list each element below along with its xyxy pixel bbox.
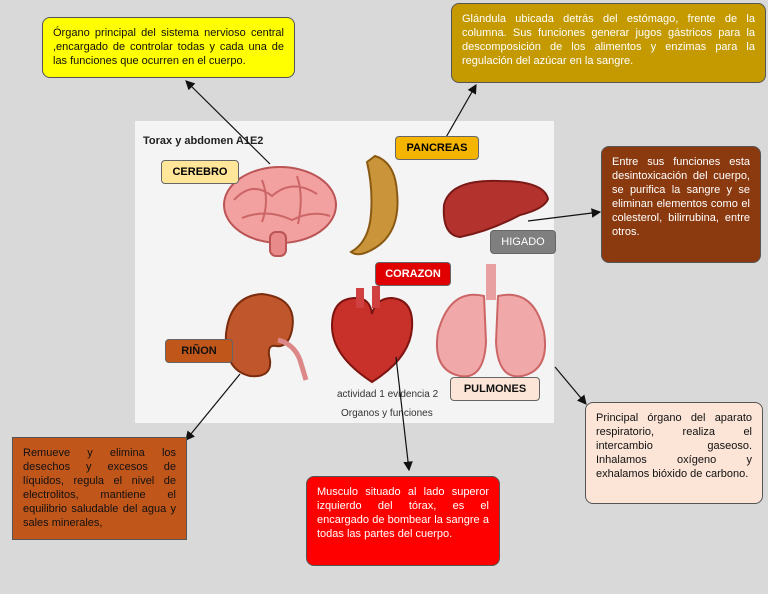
label-cerebro: CEREBRO [161,160,239,184]
brain-illustration [223,166,337,257]
activity-caption: actividad 1 evidencia 2 [337,389,439,400]
lungs-illustration [436,264,546,378]
note-rinon: Remueve y elimina los desechos y excesos… [12,437,187,540]
note-higado: Entre sus funciones esta desintoxicación… [601,146,761,263]
note-pancreas: Glándula ubicada detrás del estómago, fr… [451,3,766,83]
kidney-illustration [224,292,309,381]
label-pancreas: PANCREAS [395,136,479,160]
note-cerebro: Órgano principal del sistema nervioso ce… [42,17,295,78]
organs-caption: Organos y funciones [341,408,433,419]
label-corazon: CORAZON [375,262,451,286]
stomach-pancreas-illustration [349,154,399,256]
heart-illustration [330,286,414,384]
note-corazon: Musculo situado al lado superor izquierd… [306,476,500,566]
liver-illustration [442,179,550,239]
note-pulmones: Principal órgano del aparato respiratori… [585,402,763,504]
label-pulmones: PULMONES [450,377,540,401]
panel-title: Torax y abdomen A1E2 [143,135,264,147]
label-rinon: RIÑON [165,339,233,363]
label-higado: HIGADO [490,230,556,254]
